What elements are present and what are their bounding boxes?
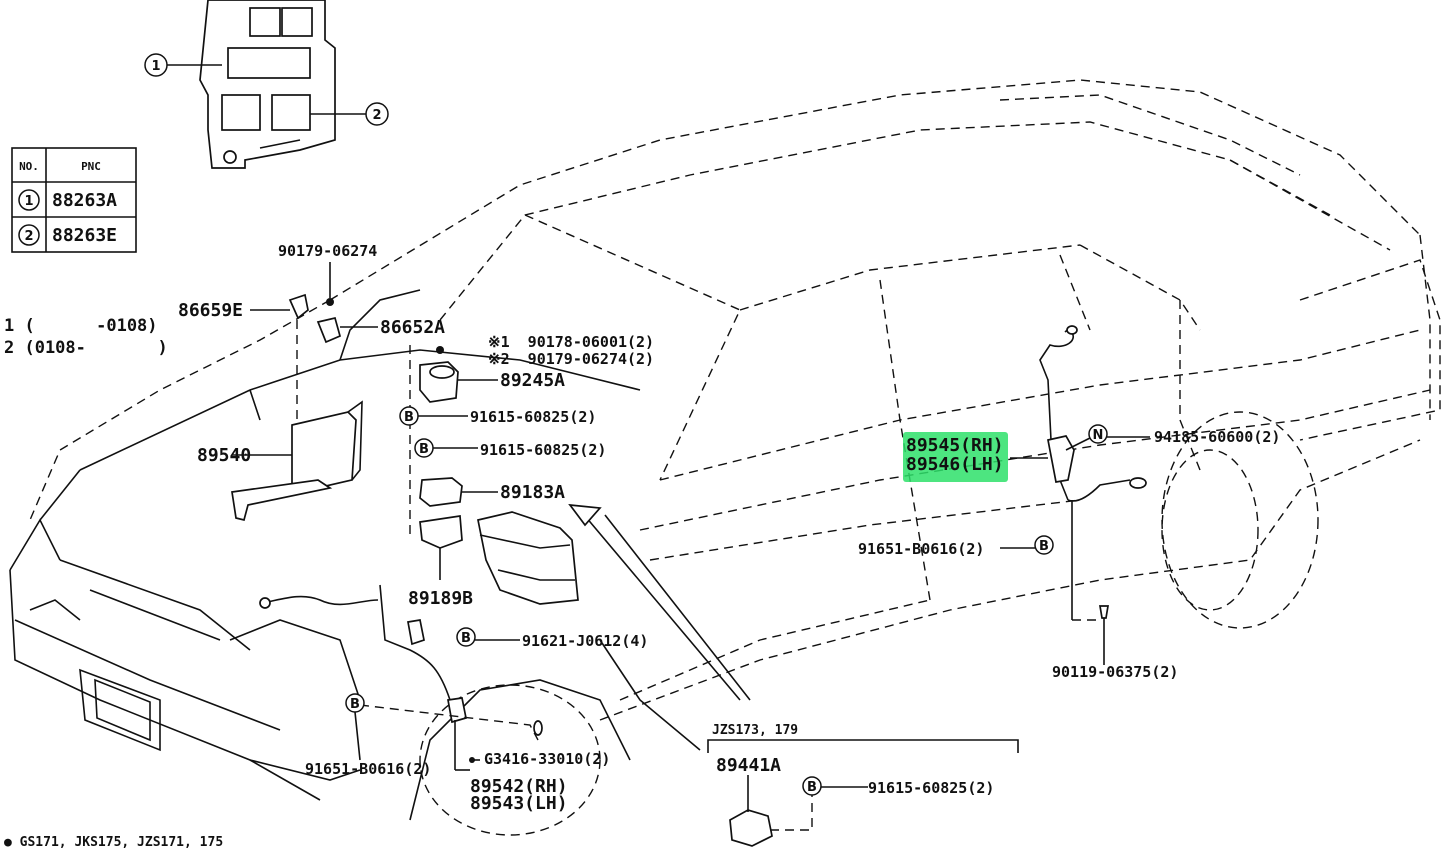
inset-box: B <box>707 739 1019 847</box>
label-91621: 91621-J0612(4) <box>522 632 648 650</box>
arrow-head <box>568 503 602 527</box>
footnote: ● GS171, JKS175, JZS171, 175 <box>4 835 223 850</box>
label-G3416: G3416-33010(2) <box>484 750 610 768</box>
svg-text:1: 1 <box>151 59 160 74</box>
front-sensor-harness: B B <box>259 584 543 771</box>
label-90179-06274: 90179-06274 <box>278 242 377 260</box>
highlight-box <box>903 432 1008 482</box>
label-91615-b: 91615-60825(2) <box>480 441 606 459</box>
b-symbol: B <box>1039 539 1049 554</box>
relay-block <box>199 0 336 169</box>
car-body-outline <box>29 79 1441 721</box>
label-90178-06001: ※1 90178-06001(2) <box>488 333 654 351</box>
label-91615-a: 91615-60825(2) <box>470 408 596 426</box>
table-header-pnc: PNC <box>81 160 101 173</box>
label-90179-06274-b: ※2 90179-06274(2) <box>488 350 654 368</box>
label-89183A: 89183A <box>500 482 565 503</box>
label-89189B: 89189B <box>408 588 473 609</box>
label-89540: 89540 <box>197 445 251 466</box>
b-symbol: B <box>807 780 817 795</box>
arrow-shaft <box>579 509 751 701</box>
car-front <box>9 289 701 836</box>
label-89543: 89543(LH) <box>470 793 568 814</box>
label-90119: 90119-06375(2) <box>1052 663 1178 681</box>
airbag-sensor-cluster: B B <box>231 262 579 605</box>
rear-sensor-harness: N B <box>1000 325 1150 665</box>
b-symbol: B <box>419 442 429 457</box>
b-symbol: B <box>350 697 360 712</box>
label-89245A: 89245A <box>500 370 565 391</box>
label-89545: 89545(RH) <box>906 435 1004 456</box>
svg-text:2: 2 <box>372 108 381 123</box>
b-symbol: B <box>404 410 414 425</box>
label-91615-c: 91615-60825(2) <box>868 779 994 797</box>
label-89441A: 89441A <box>716 755 781 776</box>
date-note-2: 2 (0108- ) <box>4 338 168 358</box>
relay-callout-2: 2 <box>310 102 389 126</box>
label-86652A: 86652A <box>380 317 445 338</box>
relay-callout-1: 1 <box>144 53 222 77</box>
label-91651-rear: 91651-B0616(2) <box>858 540 984 558</box>
label-jzs: JZS173, 179 <box>712 723 798 738</box>
table-row-no: 1 <box>24 194 33 209</box>
table-row-pnc: 88263A <box>52 190 117 211</box>
label-94185: 94185-60600(2) <box>1154 428 1280 446</box>
table-header-no: NO. <box>19 160 39 173</box>
n-symbol: N <box>1093 428 1104 443</box>
part-labels: 90179-06274 86659E 86652A ※1 90178-06001… <box>178 242 1280 814</box>
date-note-1: 1 ( -0108) <box>4 316 158 336</box>
label-86659E: 86659E <box>178 300 243 321</box>
table-row-pnc: 88263E <box>52 225 117 246</box>
label-89542: 89542(RH) <box>470 776 568 797</box>
label-89546: 89546(LH) <box>906 454 1004 475</box>
table-row-no: 2 <box>24 229 33 244</box>
label-91651-front: 91651-B0616(2) <box>305 760 431 778</box>
pnc-table: NO. PNC 1 88263A 2 88263E <box>11 147 137 253</box>
b-symbol: B <box>461 631 471 646</box>
